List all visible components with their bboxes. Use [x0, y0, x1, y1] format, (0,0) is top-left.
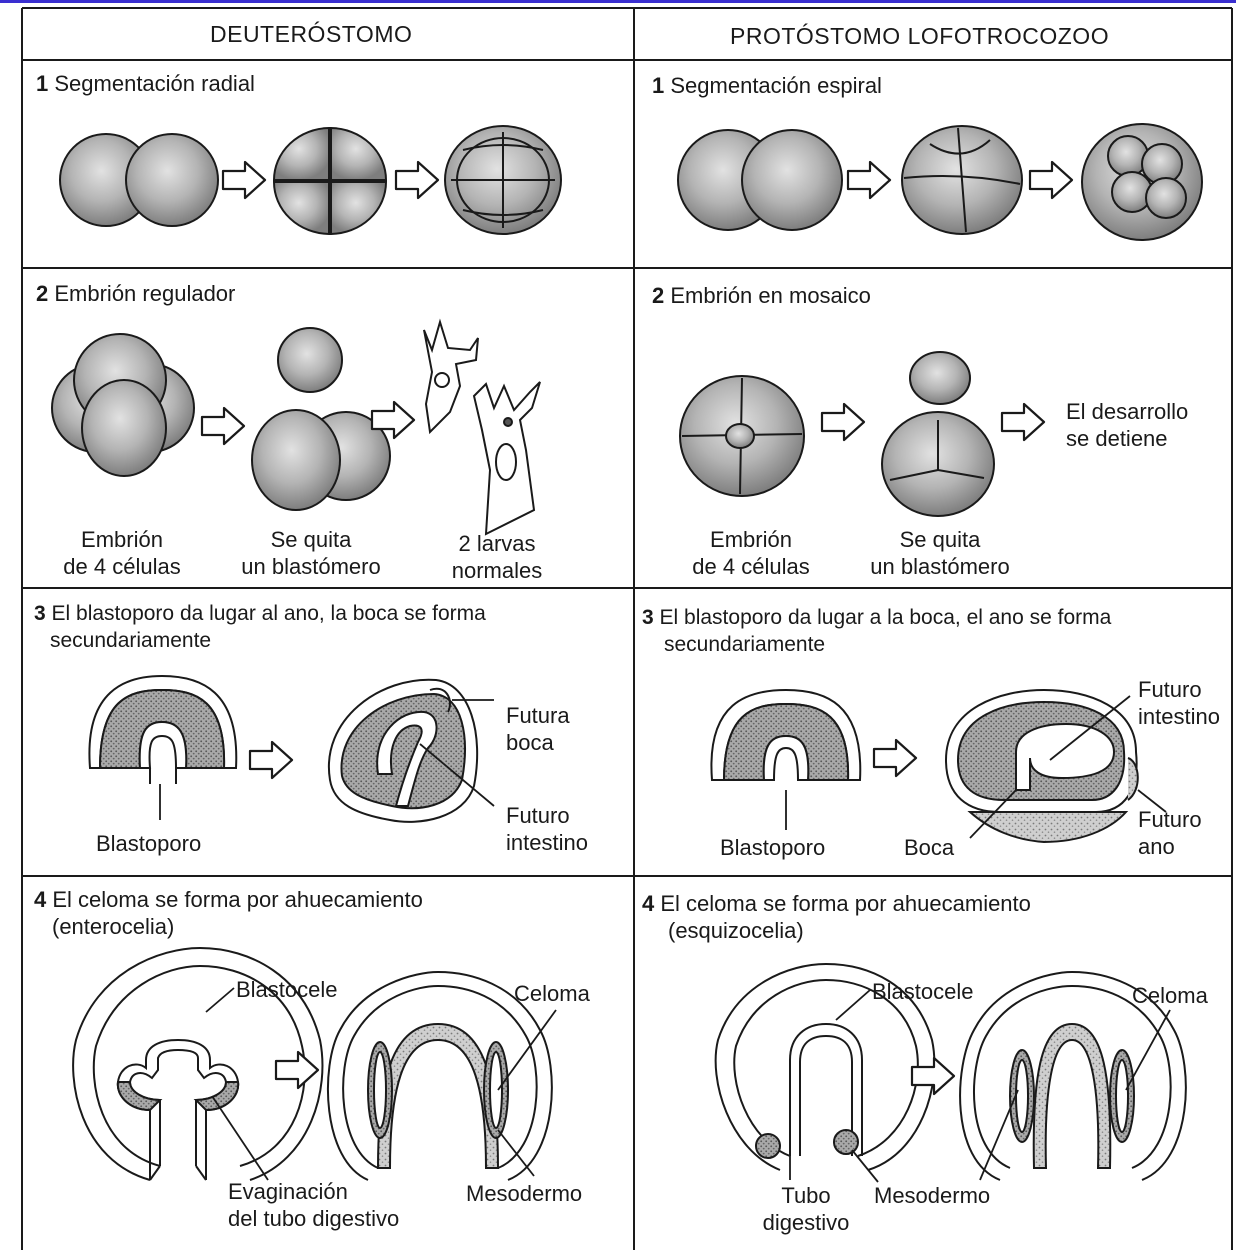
spiral-cleavage-4cell: [902, 126, 1022, 234]
leader-mesodermo-r: [852, 1150, 878, 1182]
remaining-3cells-mosaic: [882, 412, 994, 516]
row3-right-title: 3 El blastoporo da lugar a la boca, el a…: [642, 604, 1111, 658]
arrow-icon: [276, 1052, 318, 1088]
column-header-deuterostome: DEUTERÓSTOMO: [210, 20, 412, 48]
label-blastoporo-left: Blastoporo: [96, 830, 201, 857]
normal-larvae: [424, 322, 540, 534]
row1-right-title: 1 Segmentación espiral: [652, 72, 882, 99]
gastrula-left-2: [329, 680, 477, 822]
remaining-3cells: [252, 410, 390, 510]
label-mesodermo-right: Mesodermo: [874, 1182, 990, 1209]
row4-right-title: 4 El celoma se forma por ahuecamiento (e…: [642, 890, 1031, 944]
arrow-icon: [1030, 162, 1072, 198]
row1-left-title: 1 Segmentación radial: [36, 70, 255, 97]
radial-cleavage-4cell: [274, 128, 386, 234]
arrow-icon: [396, 162, 438, 198]
radial-cleavage-8cell: [445, 126, 561, 234]
leader-blastocele-r: [836, 990, 870, 1020]
arrow-icon: [822, 404, 864, 440]
removed-blastomere-mosaic: [910, 352, 970, 404]
leader-mesodermo-r2: [980, 1090, 1018, 1180]
arrow-icon: [250, 742, 292, 778]
spiral-cleavage-2cell: [678, 130, 842, 230]
label-boca: Boca: [904, 834, 954, 861]
label-blastoporo-right: Blastoporo: [720, 834, 825, 861]
mosaic-embryo-4cell: [680, 376, 804, 496]
label-celoma-right: Celoma: [1132, 982, 1208, 1009]
removed-blastomere: [278, 328, 342, 392]
arrow-icon: [202, 408, 244, 444]
arrow-icon: [848, 162, 890, 198]
leader-blastocele: [206, 988, 234, 1012]
row4-left-title: 4 El celoma se forma por ahuecamiento (e…: [34, 886, 423, 940]
row2-left-title: 2 Embrión regulador: [36, 280, 235, 307]
label-mesodermo-left: Mesodermo: [466, 1180, 582, 1207]
leader-evaginacion: [212, 1096, 268, 1180]
gastrula-right: [711, 690, 860, 780]
column-header-protostome: PROTÓSTOMO LOFOTROCOZOO: [730, 22, 1109, 50]
regulative-embryo-4cell: [52, 334, 194, 476]
gastrula-left: [89, 676, 236, 784]
leader-celoma-r: [1126, 1010, 1170, 1090]
top-rule: [0, 0, 1236, 3]
arrow-icon: [1002, 404, 1044, 440]
spiral-cleavage-8cell: [1082, 124, 1202, 240]
arrow-icon: [874, 740, 916, 776]
row3-left-title: 3 El blastoporo da lugar al ano, la boca…: [34, 600, 486, 654]
label-blastocele-left: Blastocele: [236, 976, 338, 1003]
row2-right-title: 2 Embrión en mosaico: [652, 282, 871, 309]
radial-cleavage-2cell: [60, 134, 218, 226]
arrow-icon: [223, 162, 265, 198]
label-blastocele-right: Blastocele: [872, 978, 974, 1005]
label-celoma-left: Celoma: [514, 980, 590, 1007]
leader-mesodermo: [498, 1130, 534, 1176]
